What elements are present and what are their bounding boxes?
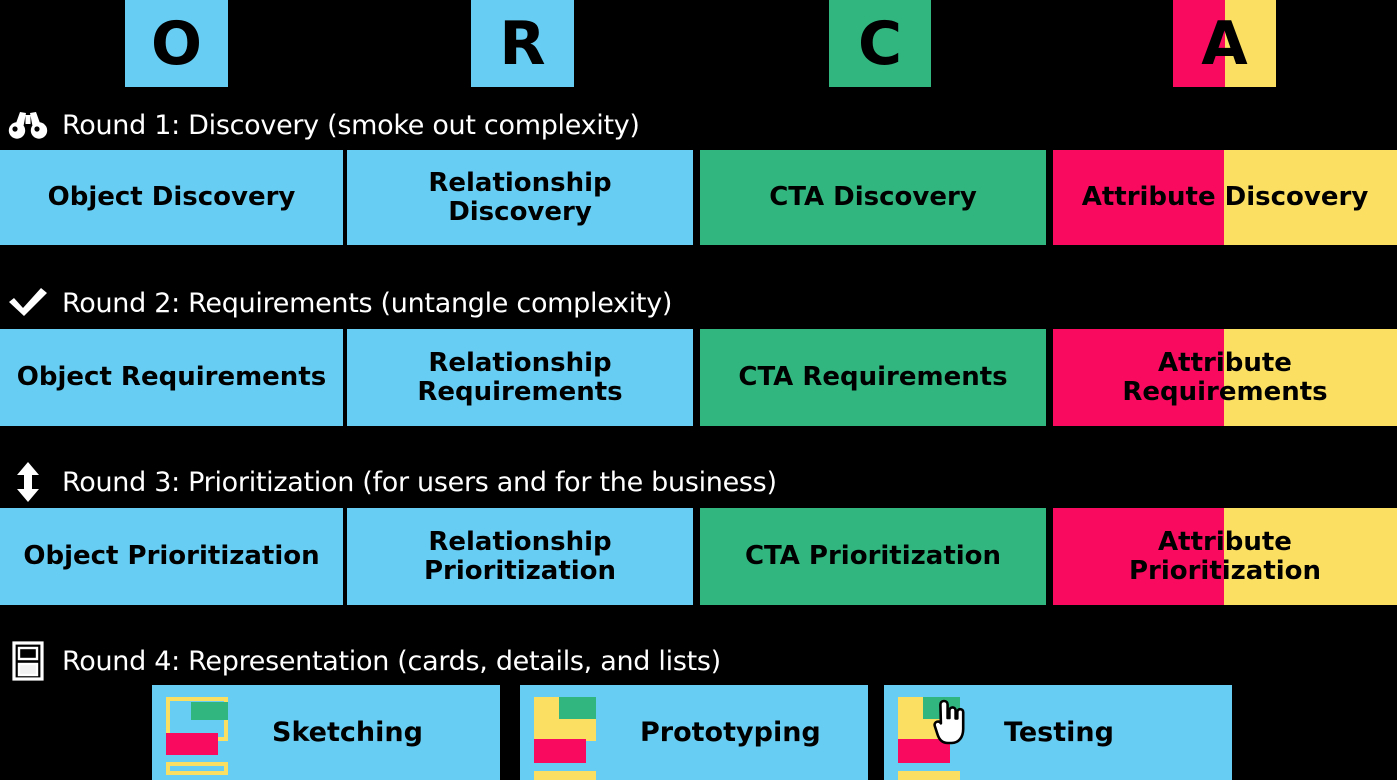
bar-attribute-requirements-fill	[1053, 329, 1397, 426]
bar-object-discovery-fill	[0, 150, 343, 245]
bar-object-discovery[interactable]: Object Discovery	[0, 150, 343, 245]
wireframe-filled-thumb-testing	[898, 695, 982, 780]
bar-attribute-requirements-label: Attribute Requirements	[1122, 348, 1328, 407]
bar-object-discovery-label: Object Discovery	[47, 182, 296, 213]
bar-object-requirements-label: Object Requirements	[16, 362, 327, 393]
letter-tile-o: O	[125, 0, 228, 87]
round-3-bars: Object Prioritization Relationship Prior…	[0, 508, 1397, 605]
bar-object-prioritization[interactable]: Object Prioritization	[0, 508, 343, 605]
thumb-pink-block	[534, 738, 586, 763]
letter-tile-r: R	[471, 0, 574, 87]
round-3-heading: Round 3: Prioritization (for users and f…	[0, 459, 777, 505]
letter-tile-o-fill	[125, 0, 228, 87]
letter-tile-a-fill	[1173, 0, 1276, 87]
bar-relationship-requirements-fill	[347, 329, 693, 426]
card-sketching-label: Sketching	[272, 717, 423, 748]
round-2-heading-text: Round 2: Requirements (untangle complexi…	[62, 287, 673, 319]
round-1-heading-text: Round 1: Discovery (smoke out complexity…	[62, 109, 640, 141]
bar-cta-requirements[interactable]: CTA Requirements	[700, 329, 1046, 426]
round-3-heading-text: Round 3: Prioritization (for users and f…	[62, 466, 777, 498]
bar-relationship-discovery-label: Relationship Discovery	[428, 168, 612, 227]
letter-r-glyph: R	[499, 8, 546, 79]
bar-attribute-prioritization[interactable]: Attribute Prioritization	[1053, 508, 1397, 605]
bar-cta-prioritization[interactable]: CTA Prioritization	[700, 508, 1046, 605]
bar-object-prioritization-fill	[0, 508, 343, 605]
round-2-bars: Object Requirements Relationship Require…	[0, 329, 1397, 426]
thumb-green-block	[923, 696, 960, 719]
thumb-pink-block	[898, 738, 950, 763]
thumb-yellow-bar	[534, 770, 596, 780]
binoculars-icon	[6, 105, 50, 145]
thumb-green-block	[559, 696, 596, 719]
bar-cta-discovery-fill	[700, 150, 1046, 245]
checkmark-icon	[6, 283, 50, 323]
bar-object-prioritization-label: Object Prioritization	[23, 541, 320, 572]
card-prototyping[interactable]: Prototyping	[520, 685, 868, 780]
round-1-bars: Object Discovery Relationship Discovery …	[0, 150, 1397, 245]
bar-attribute-prioritization-fill	[1053, 508, 1397, 605]
bar-attribute-requirements[interactable]: Attribute Requirements	[1053, 329, 1397, 426]
card-layout-icon	[6, 641, 50, 681]
thumb-pink-block	[166, 732, 218, 755]
bar-relationship-prioritization-label: Relationship Prioritization	[423, 527, 617, 586]
round-4-heading-text: Round 4: Representation (cards, details,…	[62, 645, 721, 677]
letter-tile-r-fill	[471, 0, 574, 87]
round-1-heading: Round 1: Discovery (smoke out complexity…	[0, 102, 640, 148]
bar-relationship-discovery-fill	[347, 150, 693, 245]
card-prototyping-label: Prototyping	[640, 717, 821, 748]
bar-cta-prioritization-label: CTA Prioritization	[744, 541, 1002, 572]
card-testing-label: Testing	[1004, 717, 1114, 748]
thumb-green-block	[191, 701, 228, 720]
thumb-outline-bar	[166, 761, 228, 775]
bar-attribute-discovery-fill	[1053, 150, 1397, 245]
bar-cta-requirements-label: CTA Requirements	[738, 362, 1008, 393]
bar-relationship-prioritization[interactable]: Relationship Prioritization	[347, 508, 693, 605]
letter-o-glyph: O	[150, 8, 202, 79]
bar-object-requirements-fill	[0, 329, 343, 426]
round-2-heading: Round 2: Requirements (untangle complexi…	[0, 280, 672, 326]
letter-c-glyph: C	[857, 8, 903, 79]
bar-relationship-prioritization-fill	[347, 508, 693, 605]
bar-relationship-requirements[interactable]: Relationship Requirements	[347, 329, 693, 426]
letter-tile-c-fill	[829, 0, 931, 87]
bar-relationship-requirements-label: Relationship Requirements	[417, 348, 623, 407]
bar-cta-discovery[interactable]: CTA Discovery	[700, 150, 1046, 245]
bar-cta-requirements-fill	[700, 329, 1046, 426]
wireframe-filled-thumb-prototyping	[534, 695, 618, 780]
letter-tile-c: C	[829, 0, 931, 87]
bar-attribute-discovery-label: Attribute Discovery	[1081, 182, 1369, 213]
up-down-arrow-icon	[6, 462, 50, 502]
wireframe-outline-thumb	[166, 695, 250, 775]
thumb-yellow-bar	[898, 770, 960, 780]
bar-cta-prioritization-fill	[700, 508, 1046, 605]
letter-tile-a: A	[1173, 0, 1276, 87]
bar-attribute-discovery[interactable]: Attribute Discovery	[1053, 150, 1397, 245]
bar-relationship-discovery[interactable]: Relationship Discovery	[347, 150, 693, 245]
bar-object-requirements[interactable]: Object Requirements	[0, 329, 343, 426]
bar-attribute-prioritization-label: Attribute Prioritization	[1128, 527, 1322, 586]
round-4-heading: Round 4: Representation (cards, details,…	[0, 638, 721, 684]
card-testing[interactable]: Testing	[884, 685, 1232, 780]
card-sketching[interactable]: Sketching	[152, 685, 500, 780]
bar-cta-discovery-label: CTA Discovery	[769, 182, 977, 213]
letter-a-glyph: A	[1201, 8, 1248, 79]
